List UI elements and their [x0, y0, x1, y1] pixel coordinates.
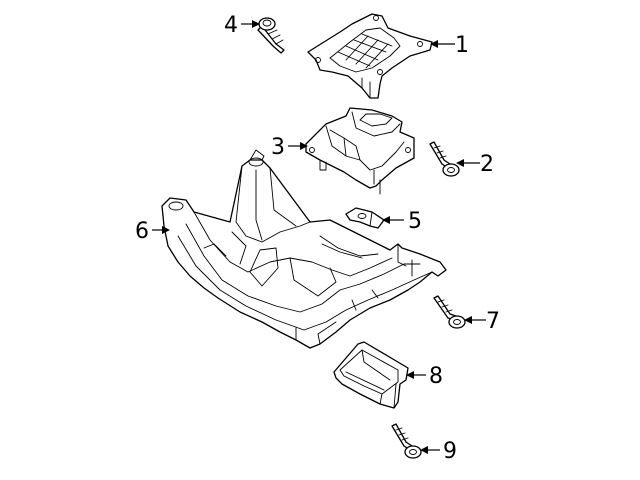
callout-5: 5	[408, 209, 422, 234]
part-1-mount-bracket	[307, 13, 433, 99]
callout-labels: 1 2 3 4 5 6 7 8 9	[135, 13, 500, 464]
part-4-bolt	[257, 17, 285, 54]
callout-8: 8	[429, 364, 443, 389]
callout-1: 1	[455, 33, 469, 58]
part-5-spacer	[345, 207, 385, 229]
part-3-transmission-mount	[305, 107, 415, 195]
callout-4: 4	[224, 13, 238, 38]
part-6-crossmember	[161, 149, 447, 349]
callout-3: 3	[271, 135, 285, 160]
part-7-bolt	[433, 295, 466, 329]
callout-2: 2	[480, 152, 494, 177]
part-9-bolt	[391, 423, 422, 459]
callout-9: 9	[443, 439, 457, 464]
part-8-bracket	[333, 341, 409, 409]
callout-7: 7	[486, 309, 500, 334]
leader-lines	[152, 20, 486, 454]
callout-6: 6	[135, 219, 149, 244]
part-2-bolt	[429, 141, 460, 177]
